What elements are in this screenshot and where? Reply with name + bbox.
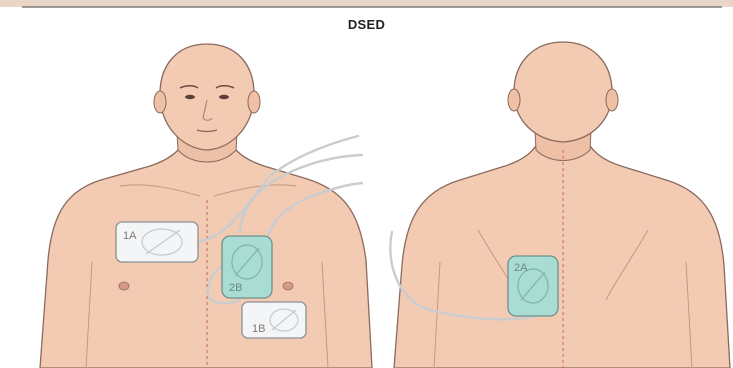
front-torso (40, 140, 372, 368)
back-torso (394, 138, 730, 368)
back-right-ear (606, 89, 618, 111)
front-left-eye (185, 95, 195, 99)
front-left-ear (154, 91, 166, 113)
front-right-eye (219, 95, 229, 99)
pad-1a: 1A (116, 222, 198, 262)
pad-2a: 2A (508, 256, 558, 316)
back-figure (394, 42, 730, 368)
front-figure (40, 44, 372, 368)
front-right-nipple (283, 282, 293, 290)
pad-2b: 2B (222, 236, 272, 298)
top-strip (0, 0, 733, 7)
back-head (514, 42, 612, 142)
pad-1b: 1B (242, 302, 306, 338)
pad-2b-label: 2B (229, 282, 242, 294)
pad-1a-label: 1A (123, 230, 137, 242)
front-right-ear (248, 91, 260, 113)
front-left-nipple (119, 282, 129, 290)
pad-2a-label: 2A (514, 262, 528, 274)
back-left-ear (508, 89, 520, 111)
pad-1b-label: 1B (252, 323, 265, 335)
front-head (160, 44, 254, 150)
